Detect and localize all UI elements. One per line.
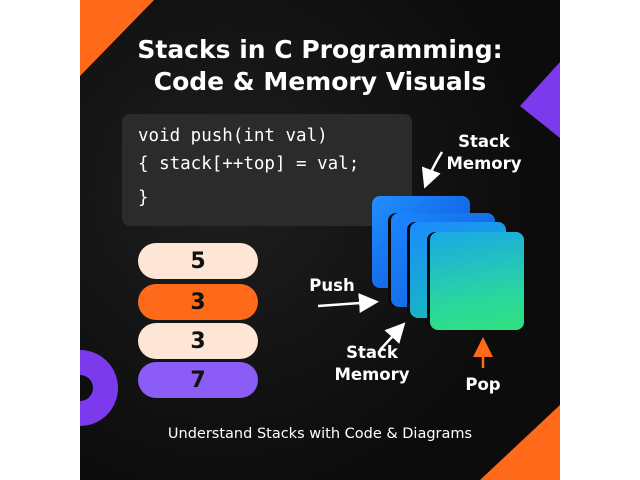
- memory-block-4: [430, 232, 524, 330]
- push-arrow-icon: [317, 293, 379, 314]
- diagram-arrows: [317, 151, 493, 368]
- footer-caption: Understand Stacks with Code & Diagrams: [167, 426, 473, 442]
- bottom-right-orange-corner: [480, 405, 560, 480]
- left-purple-half-ring: [80, 350, 118, 426]
- code-line-3: }: [138, 188, 149, 208]
- arrow-into-memory-icon: [421, 151, 444, 189]
- memory-pointer-arrow-icon: [379, 322, 406, 351]
- stack-item-4: 7: [138, 362, 258, 398]
- code-line-2: { stack[++top] = val;: [138, 154, 360, 174]
- stack-memory-bottom-label: Stack Memory: [334, 343, 410, 384]
- stack-memory-top-label: Stack Memory: [446, 132, 522, 173]
- infographic-card: Stacks in C Programming: Code & Memory V…: [80, 0, 560, 480]
- page-title: Stacks in C Programming: Code & Memory V…: [80, 34, 560, 98]
- push-label: Push: [309, 276, 355, 295]
- left-letterbox: [0, 0, 80, 480]
- title-line-2: Code & Memory Visuals: [153, 67, 487, 96]
- top-left-orange-corner: [80, 0, 154, 76]
- pop-label: Pop: [465, 375, 501, 394]
- stack-item-3: 3: [138, 323, 258, 359]
- code-line-1: void push(int val): [138, 126, 328, 146]
- right-letterbox: [560, 0, 640, 480]
- stack-item-1: 5: [138, 243, 258, 279]
- title-line-1: Stacks in C Programming:: [137, 35, 503, 64]
- code-snippet: void push(int val) { stack[++top] = val;…: [122, 114, 412, 226]
- right-purple-wedge: [520, 62, 560, 138]
- stack-item-2: 3: [138, 284, 258, 320]
